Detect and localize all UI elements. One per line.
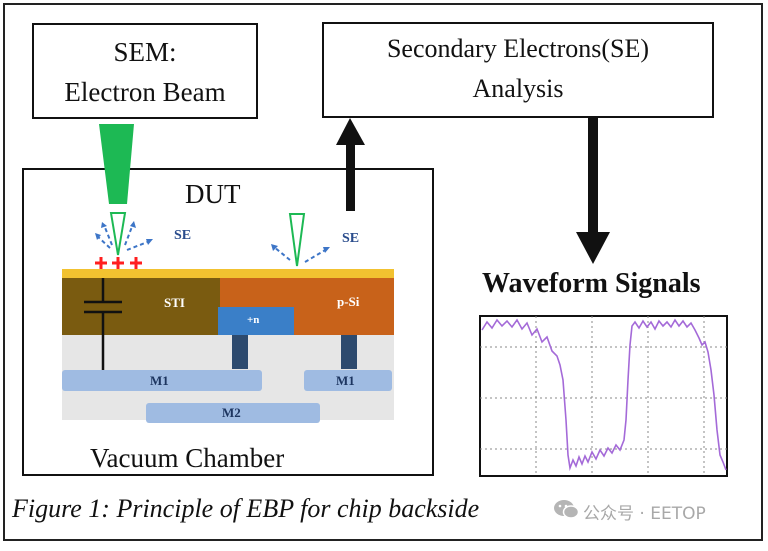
m2-bar (146, 403, 320, 423)
se-box-line1: Secondary Electrons(SE) (386, 34, 650, 63)
waveform-trace (481, 318, 727, 472)
n-plus-region (218, 307, 294, 335)
se-box-line2: Analysis (472, 74, 564, 103)
m2-label: M2 (222, 405, 241, 420)
sem-box-line1: SEM: (113, 37, 177, 67)
se-label-right: SE (342, 231, 360, 246)
m1-left-label: M1 (150, 373, 169, 388)
via-left (232, 335, 248, 369)
sti-label: STI (164, 295, 185, 310)
via-right (341, 335, 357, 369)
beam-tip-right (288, 213, 306, 267)
electron-beam-cone (99, 124, 134, 204)
surface-layer (62, 269, 394, 278)
positive-charges (95, 257, 142, 269)
waveform-panel (479, 315, 728, 477)
up-arrow-head (336, 118, 365, 145)
beam-tip-left (109, 212, 127, 256)
m1-right-label: M1 (336, 373, 355, 388)
m1-left-bar (62, 370, 262, 391)
down-arrow-shaft (588, 118, 598, 236)
se-emission-arrows-right (273, 246, 328, 263)
dut-label: DUT (185, 179, 241, 209)
figure-caption: Figure 1: Principle of EBP for chip back… (12, 494, 480, 523)
sem-box-line2: Electron Beam (64, 77, 226, 107)
waveform-title: Waveform Signals (482, 268, 701, 299)
up-arrow-shaft (346, 142, 355, 211)
m1-right-bar (304, 370, 392, 391)
sem-electron-beam-box: SEM: Electron Beam (32, 23, 258, 119)
figure-frame (3, 3, 763, 541)
wechat-icon (553, 498, 579, 520)
se-label-left: SE (174, 228, 192, 243)
n-plus-label: +n (247, 314, 260, 326)
down-arrow-head (576, 232, 610, 264)
capacitor-symbol (84, 278, 122, 370)
vacuum-chamber-box (22, 168, 434, 476)
se-analysis-box: Secondary Electrons(SE) Analysis (322, 22, 714, 118)
psi-label: p-Si (337, 294, 360, 309)
sti-region (62, 278, 220, 335)
watermark-text: 公众号 · EETOP (583, 504, 706, 524)
se-emission-arrows-left (96, 223, 151, 251)
vacuum-chamber-label: Vacuum Chamber (90, 443, 285, 473)
